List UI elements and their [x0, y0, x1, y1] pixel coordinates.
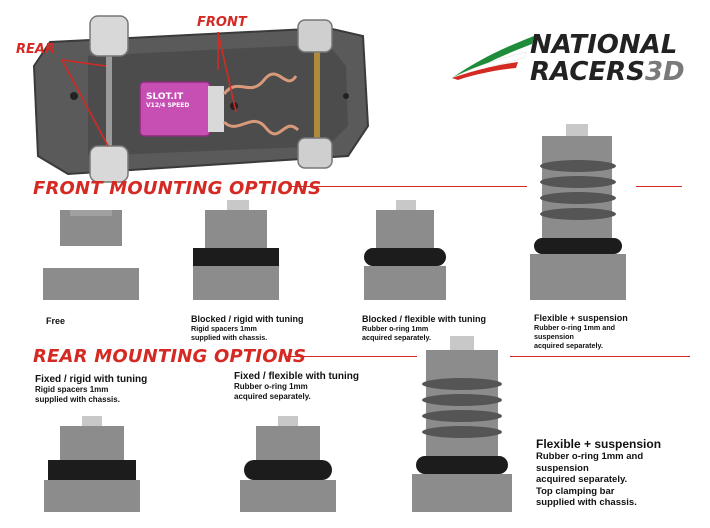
front-option-4-sub-3: acquired separately.: [534, 341, 603, 350]
flag-swoosh-icon: [451, 36, 534, 80]
brand-line-2a: RACERS: [530, 57, 645, 87]
front-option-2-sub-1: Rigid spacers 1mm: [191, 324, 257, 333]
front-option-2-title: Blocked / rigid with tuning: [191, 314, 304, 324]
front-option-1-title: Free: [46, 316, 66, 326]
motor-label: SLOT.IT V12/4 SPEED: [146, 92, 189, 109]
chassis-illustration: SLOT.IT V12/4 SPEED: [28, 6, 373, 184]
rear-option-2-sub-2: acquired separately.: [234, 392, 311, 401]
front-diagram-blocked-flexible: [362, 200, 448, 300]
rear-option-3-label: Flexible + suspension Rubber o-ring 1mm …: [536, 437, 661, 509]
front-option-3-sub-2: acquired separately.: [362, 333, 431, 342]
front-option-2-sub-2: supplied with chassis.: [191, 333, 268, 342]
brand-line-1: NATIONAL: [530, 30, 678, 60]
front-option-4-sub-1: Rubber o-ring 1mm and: [534, 323, 616, 332]
rear-option-1-sub-1: Rigid spacers 1mm: [35, 385, 109, 394]
brand-logo: NATIONAL RACERS3D: [448, 32, 688, 88]
brand-line-2b: 3D: [644, 57, 685, 87]
front-option-4-sub-2: suspension: [534, 332, 574, 341]
front-option-1-label: Free: [46, 316, 65, 326]
front-option-3-label: Blocked / flexible with tuning Rubber o-…: [362, 314, 486, 342]
rear-divider: [287, 356, 417, 357]
front-diagram-blocked-rigid: [191, 200, 281, 300]
motor-text-2: V12/4 SPEED: [146, 102, 190, 109]
rear-option-3-title: Flexible + suspension: [536, 437, 662, 451]
front-diagram-flexible-suspension: [530, 124, 626, 300]
callout-front: FRONT: [197, 15, 247, 30]
brand-line-2: RACERS3D: [530, 59, 685, 86]
front-option-4-label: Flexible + suspension Rubber o-ring 1mm …: [534, 313, 628, 350]
rear-divider-right: [510, 356, 690, 357]
rear-option-2-sub-1: Rubber o-ring 1mm: [234, 382, 308, 391]
front-option-4-title: Flexible + suspension: [534, 313, 628, 323]
rear-option-3-sub-2: suspension: [536, 462, 589, 474]
front-divider: [290, 186, 527, 187]
rear-option-2-label: Fixed / flexible with tuning Rubber o-ri…: [234, 371, 359, 402]
front-section-title: FRONT MOUNTING OPTIONS: [33, 178, 322, 199]
front-option-2-label: Blocked / rigid with tuning Rigid spacer…: [191, 314, 304, 342]
rear-option-3-sub-5: supplied with chassis.: [536, 497, 637, 508]
rear-option-3-sub-4: Top clamping bar: [536, 485, 615, 497]
rear-diagram-fixed-rigid: [44, 416, 140, 512]
rear-option-3-sub-3: acquired separately.: [536, 474, 628, 485]
callout-rear: REAR: [16, 42, 55, 57]
rear-option-1-title: Fixed / rigid with tuning: [35, 374, 148, 385]
front-divider-right: [636, 186, 682, 187]
front-diagram-free: [43, 210, 139, 300]
motor-text-1: SLOT.IT: [146, 92, 184, 102]
rear-option-2-title: Fixed / flexible with tuning: [234, 371, 360, 382]
rear-diagram-fixed-flexible: [240, 416, 336, 512]
rear-section-title: REAR MOUNTING OPTIONS: [33, 346, 307, 367]
front-option-3-title: Blocked / flexible with tuning: [362, 314, 487, 324]
rear-option-1-label: Fixed / rigid with tuning Rigid spacers …: [35, 374, 147, 405]
rear-diagram-flexible-suspension: [410, 336, 514, 512]
rear-option-3-sub-1: Rubber o-ring 1mm and: [536, 451, 644, 462]
front-option-3-sub-1: Rubber o-ring 1mm: [362, 324, 429, 333]
rear-option-1-sub-2: supplied with chassis.: [35, 395, 120, 404]
